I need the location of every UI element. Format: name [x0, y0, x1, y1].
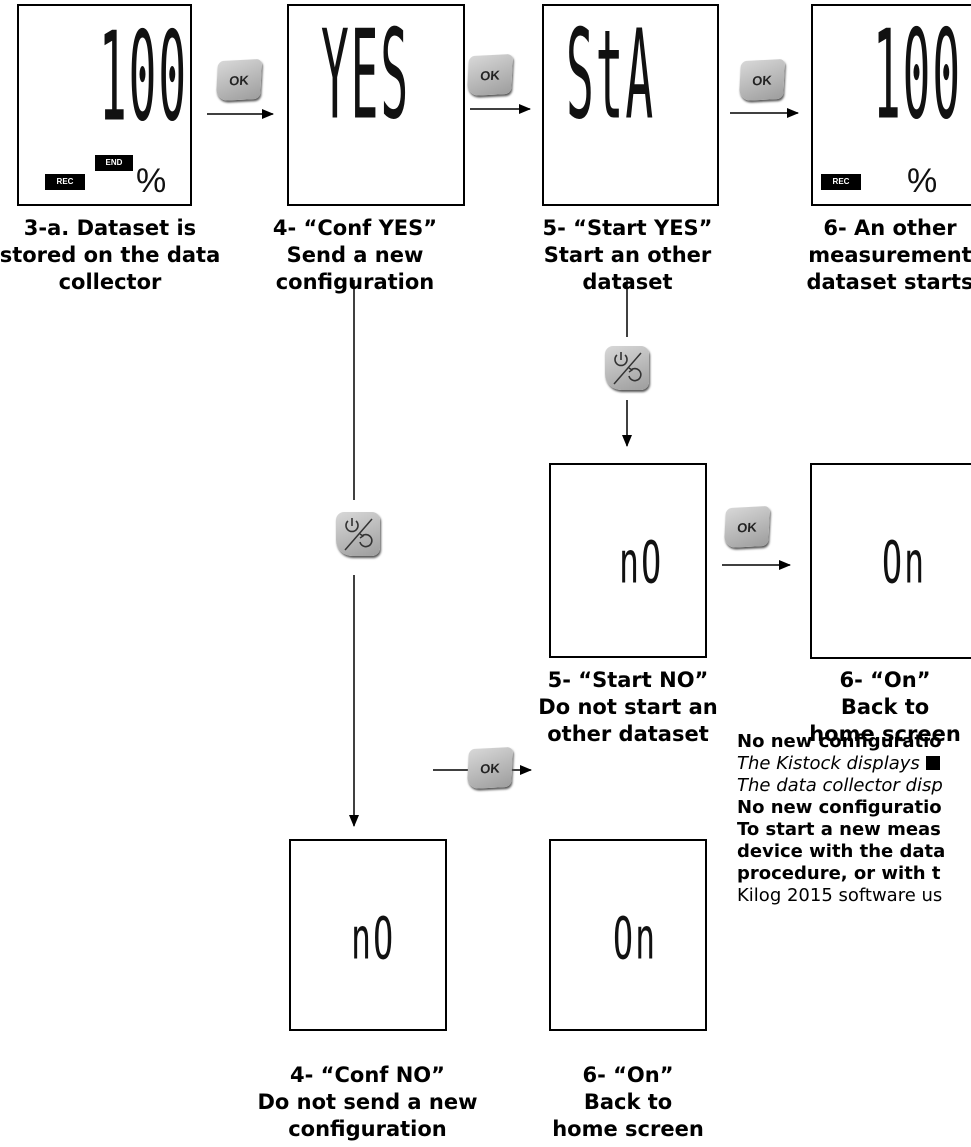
ok-button-icon: OK [466, 53, 514, 97]
lcd-value: On [613, 906, 658, 974]
display-on-home: On [810, 463, 971, 659]
ok-button-icon: OK [738, 58, 786, 102]
ok-button-icon: OK [215, 58, 263, 102]
display-conf-no: nO [289, 839, 447, 1031]
display-measurement-started: 100 REC % [811, 4, 971, 206]
rec-indicator: REC [45, 174, 85, 190]
lcd-value: 100 [99, 5, 188, 150]
black-square-icon [925, 756, 940, 770]
lcd-value: YES [321, 3, 410, 148]
percent-unit: % [136, 162, 167, 200]
lcd-value: nO [619, 530, 664, 598]
display-conf-yes: YES [287, 4, 465, 206]
display-dataset-stored: 100 REC END % [17, 4, 192, 206]
power-cycle-button-icon [336, 512, 380, 556]
lcd-value: StA [566, 3, 655, 148]
percent-unit: % [907, 162, 938, 200]
display-on-home-2: On [549, 839, 707, 1031]
lcd-value: nO [351, 906, 396, 974]
display-start-yes: StA [542, 4, 719, 206]
lcd-value: On [882, 530, 927, 598]
end-indicator: END [95, 155, 133, 171]
no-configuration-note: No new configuratio The Kistock displays… [737, 731, 946, 906]
rec-indicator: REC [821, 174, 861, 190]
display-start-no: nO [549, 463, 707, 658]
power-cycle-button-icon [605, 346, 649, 390]
lcd-value: 100 [873, 3, 962, 148]
ok-button-icon: OK [723, 505, 771, 549]
ok-button-icon: OK [466, 746, 514, 790]
